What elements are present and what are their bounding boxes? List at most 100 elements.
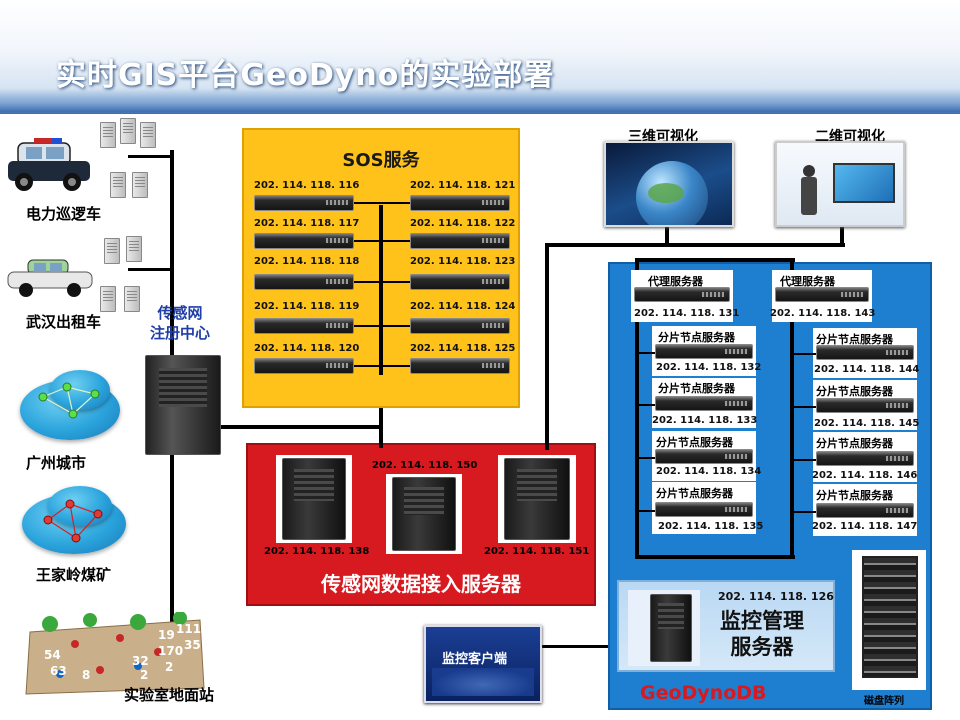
soil-value: 2	[165, 660, 174, 674]
sos-branch	[354, 281, 410, 283]
globe-land	[648, 183, 684, 203]
server-icon	[110, 172, 126, 198]
viz-3d-drop	[665, 225, 669, 247]
sos-ip: 202. 114. 118. 123	[410, 256, 516, 267]
shard-label: 分片节点服务器	[816, 437, 893, 450]
shard-ip: 202. 114. 118. 132	[656, 362, 762, 373]
header-band	[0, 88, 960, 114]
proxy-ip: 202. 114. 118. 143	[770, 308, 876, 319]
shard-label: 分片节点服务器	[658, 331, 735, 344]
server-icon	[120, 118, 136, 144]
shard-label: 分片节点服务器	[816, 333, 893, 346]
server-icon	[140, 122, 156, 148]
viz-2d-drop	[840, 225, 844, 247]
server-icon	[132, 172, 148, 198]
coal-mine-network-cloud	[48, 486, 112, 526]
geo-left-bus	[635, 258, 639, 558]
viz-horizontal-link	[545, 243, 845, 247]
geo-proxy-bus	[635, 258, 795, 262]
ingest-ip: 202. 114. 118. 151	[484, 546, 590, 557]
sos-ip: 202. 114. 118. 124	[410, 301, 516, 312]
registry-center-label: 传感网 注册中心	[150, 304, 211, 342]
soil-value: 32	[132, 654, 149, 668]
lab-station-label: 实验室地面站	[124, 686, 215, 704]
patrol-link	[128, 155, 174, 158]
sos-ip: 202. 114. 118. 117	[254, 218, 360, 229]
disk-array-image	[862, 556, 918, 678]
proxy-server	[775, 287, 869, 302]
taxi-label: 武汉出租车	[26, 313, 102, 331]
taxi-image	[7, 259, 93, 297]
shard-ip: 202. 114. 118. 146	[812, 470, 918, 481]
sos-to-ingest-link	[379, 436, 383, 448]
taxi-link	[128, 268, 174, 271]
person-body-icon	[801, 177, 817, 215]
sos-server	[254, 233, 354, 249]
coal-mine-network-nodes	[43, 499, 103, 543]
geo-right-bus	[790, 258, 794, 558]
shard-server	[816, 345, 914, 360]
sos-ip: 202. 114. 118. 118	[254, 256, 360, 267]
ingest-ip: 202. 114. 118. 138	[264, 546, 370, 557]
geodyno-title: GeoDynoDB	[640, 682, 767, 704]
guangzhou-label: 广州城市	[26, 454, 87, 472]
shard-ip: 202. 114. 118. 135	[658, 521, 764, 532]
sos-inner-bus	[379, 205, 383, 375]
soil-value: 63	[50, 664, 67, 678]
sos-server	[410, 358, 510, 374]
shard-ip: 202. 114. 118. 144	[814, 364, 920, 375]
sos-ip: 202. 114. 118. 122	[410, 218, 516, 229]
shard-ip: 202. 114. 118. 147	[812, 521, 918, 532]
shard-branch	[637, 404, 655, 406]
shard-label: 分片节点服务器	[816, 489, 893, 502]
sos-ip: 202. 114. 118. 120	[254, 343, 360, 354]
soil-value: 8	[82, 668, 91, 682]
ingest-title: 传感网数据接入服务器	[321, 572, 521, 596]
shard-server	[816, 398, 914, 413]
monitor-server-image	[650, 594, 692, 662]
sos-branch	[354, 240, 410, 242]
proxy-label: 代理服务器	[648, 275, 703, 288]
shard-branch	[792, 511, 816, 513]
sos-ip: 202. 114. 118. 119	[254, 301, 360, 312]
ingest-ip: 202. 114. 118. 150	[372, 460, 478, 471]
viz-to-geodyno-link	[545, 243, 549, 443]
ingest-server-image	[282, 458, 346, 540]
proxy-ip: 202. 114. 118. 131	[634, 308, 740, 319]
sos-server	[410, 195, 510, 211]
sos-ip: 202. 114. 118. 121	[410, 180, 516, 191]
client-link	[540, 645, 620, 648]
touch-display-icon	[833, 163, 895, 203]
soil-value: 35	[184, 638, 201, 652]
shard-server	[655, 344, 753, 359]
ingest-server-image	[504, 458, 570, 540]
geo-bottom-bus	[635, 555, 795, 559]
soil-value: 19	[158, 628, 175, 642]
registry-to-sos-link	[218, 425, 382, 429]
server-icon	[126, 236, 142, 262]
shard-branch	[792, 406, 816, 408]
sos-server	[254, 358, 354, 374]
soil-value: 170	[158, 644, 184, 658]
ingest-server-image	[392, 477, 456, 551]
sos-server	[254, 274, 354, 290]
proxy-label: 代理服务器	[780, 275, 835, 288]
sos-server	[254, 195, 354, 211]
shard-branch	[792, 353, 816, 355]
sos-title: SOS服务	[342, 150, 420, 171]
shard-ip: 202. 114. 118. 145	[814, 418, 920, 429]
shard-branch	[637, 510, 655, 512]
guangzhou-network-nodes	[38, 382, 100, 419]
soil-value: 2	[140, 668, 149, 682]
proxy-server	[634, 287, 730, 302]
shard-label: 分片节点服务器	[656, 436, 733, 449]
soil-value: 54	[44, 648, 61, 662]
server-icon	[100, 122, 116, 148]
monitor-ip: 202. 114. 118. 126	[718, 590, 834, 603]
shard-server	[655, 449, 753, 464]
sos-branch	[354, 365, 410, 367]
sos-server	[410, 233, 510, 249]
server-icon	[104, 238, 120, 264]
sos-ip: 202. 114. 118. 125	[410, 343, 516, 354]
lab-station-image	[25, 612, 205, 695]
